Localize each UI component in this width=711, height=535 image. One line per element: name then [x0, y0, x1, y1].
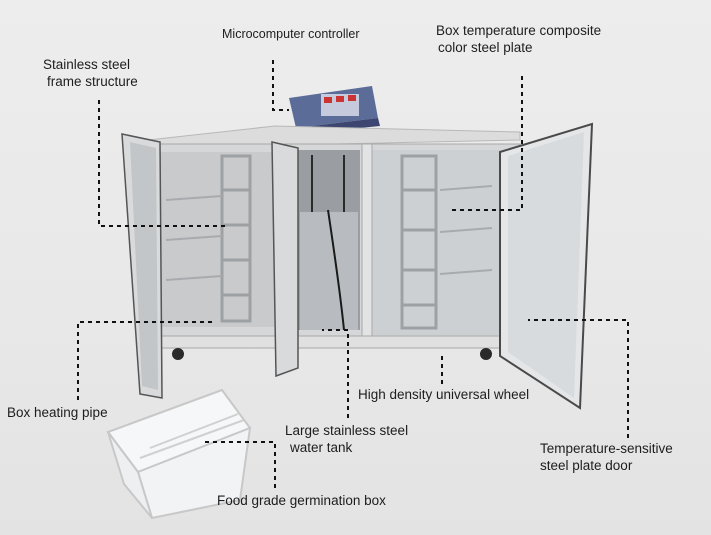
label-plate-door-line1: Temperature-sensitive — [540, 441, 673, 456]
label-universal-wheel: High density universal wheel — [358, 387, 530, 402]
label-plate-door: Temperature-sensitive steel plate door — [540, 440, 673, 474]
label-water-tank-line1: Large stainless steel — [285, 423, 409, 438]
label-box-temperature-plate-line2: color steel plate — [438, 40, 533, 55]
label-stainless-frame-line1: Stainless steel — [43, 57, 131, 72]
right-door — [499, 122, 594, 410]
label-plate-door-line2: steel plate door — [540, 458, 633, 473]
label-box-heating-pipe: Box heating pipe — [7, 405, 108, 420]
label-stainless-frame-line2: frame structure — [47, 74, 138, 89]
wheels — [172, 348, 492, 360]
label-box-temperature-plate: Box temperature composite color steel pl… — [436, 22, 601, 56]
cabinet-body — [149, 143, 521, 349]
label-water-tank: Large stainless steel water tank — [285, 422, 408, 456]
leader-frame — [98, 100, 228, 227]
middle-door — [271, 141, 299, 378]
label-microcomputer-controller: Microcomputer controller — [222, 27, 360, 41]
label-box-temperature-plate-line1: Box temperature composite — [436, 23, 602, 38]
leader-door — [528, 319, 629, 438]
label-stainless-frame: Stainless steel frame structure — [43, 56, 138, 90]
leader-heating — [77, 321, 215, 400]
leader-controller — [272, 60, 289, 111]
leader-tank — [322, 329, 349, 418]
label-water-tank-line2: water tank — [290, 440, 353, 455]
label-germination-box: Food grade germination box — [217, 493, 386, 508]
leader-lines — [77, 60, 629, 488]
germination-box-illustration — [106, 388, 252, 520]
left-door — [121, 133, 163, 399]
